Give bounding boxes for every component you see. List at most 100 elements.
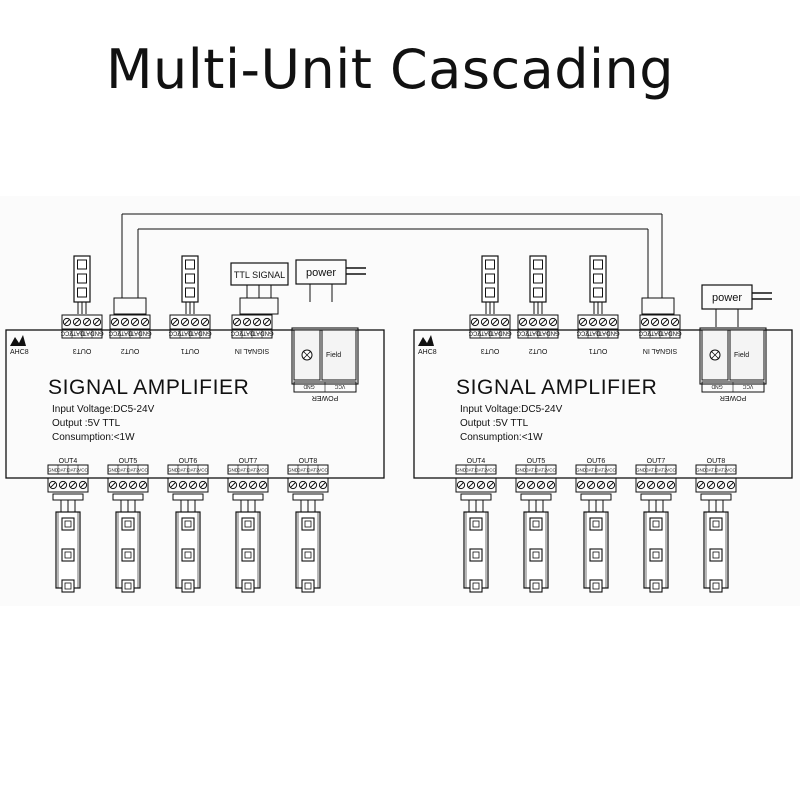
led-chip: [649, 579, 663, 593]
led-chip: [121, 548, 135, 562]
led-chip: [533, 287, 543, 298]
bottom-port-label: OUT4: [59, 458, 78, 465]
bottom-port-label: OUT4: [467, 458, 486, 465]
led-lens: [184, 520, 192, 528]
screw-slot: [538, 482, 544, 488]
top-port-label: OUT2: [529, 347, 548, 354]
pin-label: DAT2: [187, 468, 199, 473]
screw-slot: [468, 482, 474, 488]
led-lens: [64, 582, 72, 590]
pin-label: VCC: [638, 330, 651, 336]
led-lens: [592, 582, 600, 590]
screw-slot: [320, 482, 326, 488]
led-lens: [244, 551, 252, 559]
strip-connector: [232, 493, 264, 501]
led-chip: [121, 517, 135, 531]
led-lens: [124, 551, 132, 559]
power-label: POWER: [720, 394, 746, 401]
output-led-strip: [460, 493, 492, 593]
pin-label: VCC: [78, 468, 88, 473]
pin-label: DAT1: [187, 330, 203, 336]
led-chip: [485, 259, 495, 270]
pin-label: DAT1: [117, 468, 129, 473]
spec-consumption: Consumption:<1W: [52, 432, 135, 443]
led-lens: [184, 582, 192, 590]
amplifier-unit-left: AHC8VCCDAT2DAT1GNDOUT3VCCDAT2DAT1GNDOUT2…: [5, 314, 385, 593]
brand-logo: AHC8: [10, 335, 29, 356]
spec-voltage: Input Voltage:DC5-24V: [460, 404, 563, 415]
bottom-terminal: [455, 477, 497, 493]
top-port-label: OUT3: [481, 347, 500, 354]
pin-label: DAT1: [525, 468, 537, 473]
pin-label: DAT2: [117, 330, 133, 336]
screw-slot: [70, 482, 76, 488]
terminal-block: [167, 477, 209, 493]
bottom-terminal: [167, 477, 209, 493]
screw-slot: [698, 482, 704, 488]
top-led-strip-out3: [481, 255, 499, 314]
screw-slot: [648, 482, 654, 488]
terminal-block: [47, 477, 89, 493]
led-chip: [181, 548, 195, 562]
screw-slot: [478, 482, 484, 488]
led-chip: [589, 517, 603, 531]
cascade-cable: [113, 213, 675, 315]
led-chip: [485, 273, 495, 284]
led-chip: [121, 579, 135, 593]
led-chip: [301, 579, 315, 593]
bottom-terminal: [287, 477, 329, 493]
pin-label: DAT1: [57, 468, 69, 473]
led-lens: [472, 551, 480, 559]
pin-label: VCC: [666, 468, 676, 473]
led-lens: [712, 582, 720, 590]
spec-output: Output :5V TTL: [460, 418, 529, 429]
led-chip: [61, 548, 75, 562]
screw-slot: [530, 319, 536, 325]
screw-slot: [482, 319, 488, 325]
screw-slot: [668, 482, 674, 488]
pin-label: GND: [288, 468, 299, 473]
strip-body: [73, 255, 91, 303]
led-chip: [593, 287, 603, 298]
pin-label: DAT1: [645, 468, 657, 473]
screw-slot: [550, 319, 556, 325]
screw-slot: [578, 482, 584, 488]
led-lens: [304, 520, 312, 528]
led-lens: [532, 551, 540, 559]
strip-connector: [640, 493, 672, 501]
field-switch: [321, 329, 357, 381]
led-chip: [533, 259, 543, 270]
spec-voltage: Input Voltage:DC5-24V: [52, 404, 155, 415]
led-chip: [301, 548, 315, 562]
pin-label: GND: [516, 468, 527, 473]
screw-slot: [202, 319, 208, 325]
page-title: Multi-Unit Cascading: [105, 38, 675, 101]
bottom-terminal: [515, 477, 557, 493]
terminal-block: [515, 477, 557, 493]
power-source-left: power: [295, 259, 366, 302]
pin-label: DAT1: [585, 468, 597, 473]
strip-connector: [52, 493, 84, 501]
output-led-strip: [172, 493, 204, 593]
screw-slot: [528, 482, 534, 488]
pin-label: GND: [198, 330, 212, 336]
led-chip: [241, 579, 255, 593]
pin-label: GND: [668, 330, 682, 336]
screw-slot: [182, 319, 188, 325]
top-port-label: OUT1: [589, 347, 608, 354]
led-lens: [472, 520, 480, 528]
spec-output: Output :5V TTL: [52, 418, 121, 429]
top-port-label: SIGNAL IN: [643, 347, 677, 354]
pin-label: DAT2: [477, 330, 493, 336]
strip-connector: [580, 493, 612, 501]
screw-slot: [642, 319, 648, 325]
terminal-block: [107, 477, 149, 493]
pin-label: VCC: [468, 330, 481, 336]
terminal-block: [635, 477, 677, 493]
pin-label: GND: [108, 468, 119, 473]
pin-label: VCC: [108, 330, 121, 336]
pin-label: GND: [576, 468, 587, 473]
led-chip: [593, 273, 603, 284]
